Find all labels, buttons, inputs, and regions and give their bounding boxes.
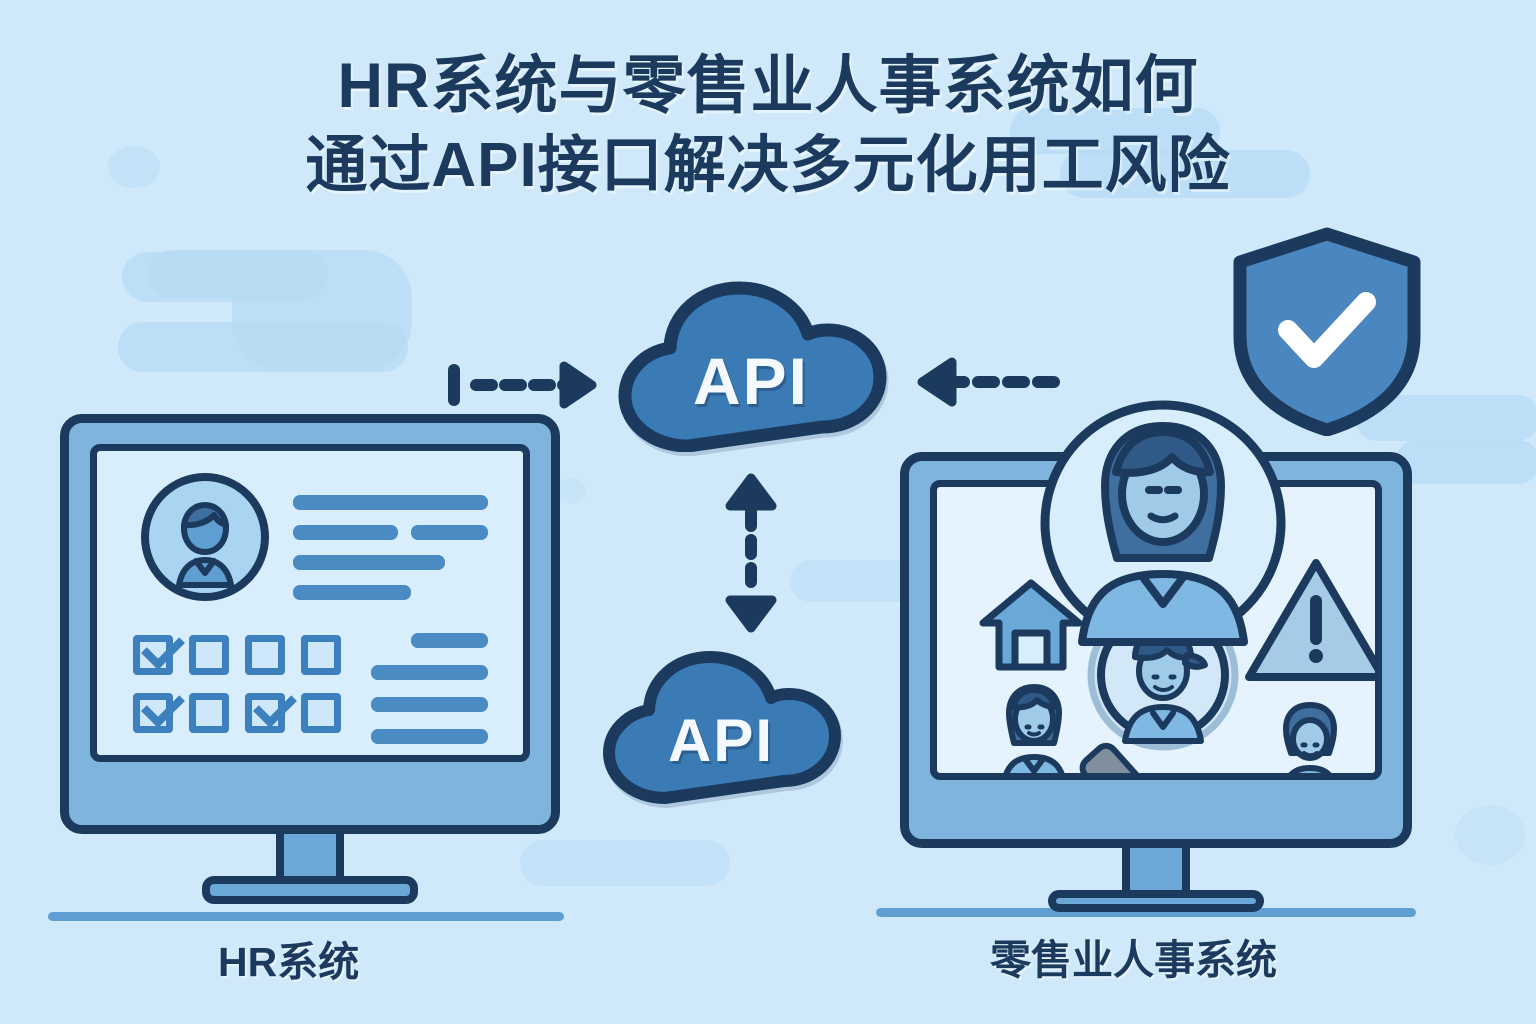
checkbox-r2c2[interactable] bbox=[189, 693, 229, 733]
right-ground-line bbox=[876, 908, 1416, 917]
background-blob-1 bbox=[108, 146, 160, 188]
retail-to-api-arrow bbox=[896, 356, 1076, 413]
detail-line bbox=[293, 525, 398, 540]
detail-line bbox=[293, 585, 411, 600]
list-line bbox=[371, 729, 488, 744]
retail-monitor-screen bbox=[930, 480, 1382, 780]
check-icon bbox=[253, 684, 297, 728]
check-icon bbox=[141, 626, 185, 670]
shield-check-icon bbox=[1228, 226, 1426, 441]
checkbox-r2c3[interactable] bbox=[245, 684, 297, 733]
background-cloud-6 bbox=[1060, 150, 1310, 198]
left-ground-line bbox=[48, 912, 564, 921]
avatar bbox=[141, 473, 269, 601]
retail-monitor-neck bbox=[1122, 848, 1190, 894]
list-line bbox=[371, 665, 488, 680]
retail-monitor-foot bbox=[1048, 890, 1264, 912]
caption-right: 零售业人事系统 bbox=[990, 937, 1277, 983]
list-line bbox=[411, 633, 488, 648]
api-cloud-top[interactable]: API bbox=[592, 258, 910, 452]
detail-line bbox=[411, 525, 488, 540]
background-blob-4 bbox=[556, 478, 586, 504]
background-cloud-10 bbox=[520, 840, 730, 886]
background-cloud-4 bbox=[232, 250, 412, 370]
detail-line bbox=[293, 555, 445, 570]
detail-line bbox=[293, 495, 488, 510]
checkbox-r1c3[interactable] bbox=[245, 635, 285, 675]
checkbox-r1c2[interactable] bbox=[189, 635, 229, 675]
hr-monitor-screen bbox=[90, 444, 530, 762]
house-icon bbox=[975, 571, 1087, 682]
check-icon bbox=[141, 684, 185, 728]
hr-monitor-foot bbox=[202, 876, 418, 904]
hr-monitor-neck bbox=[276, 834, 344, 882]
caption-left: HR系统 bbox=[218, 939, 360, 985]
api-to-api-arrow bbox=[716, 468, 786, 643]
background-blob-3 bbox=[1455, 805, 1525, 865]
background-cloud-5 bbox=[1010, 108, 1220, 154]
female-manager-avatar bbox=[1038, 398, 1288, 653]
checkbox-r2c1[interactable] bbox=[133, 684, 185, 733]
hr-monitor bbox=[60, 414, 560, 904]
female-worker-person bbox=[985, 675, 1083, 773]
background-blob-2 bbox=[330, 148, 364, 178]
hr-to-api-arrow bbox=[446, 352, 606, 423]
background-cloud-8 bbox=[1395, 440, 1536, 484]
checkbox-r2c4[interactable] bbox=[301, 693, 341, 733]
checkbox-r1c1[interactable] bbox=[133, 626, 185, 675]
list-line bbox=[371, 697, 488, 712]
small-worker-person bbox=[1267, 697, 1353, 773]
warning-triangle-icon bbox=[1241, 553, 1375, 698]
checkbox-r1c4[interactable] bbox=[301, 635, 341, 675]
title-line-1: HR系统与零售业人事系统如何 bbox=[337, 51, 1199, 121]
api-cloud-bottom[interactable]: API bbox=[580, 628, 862, 804]
